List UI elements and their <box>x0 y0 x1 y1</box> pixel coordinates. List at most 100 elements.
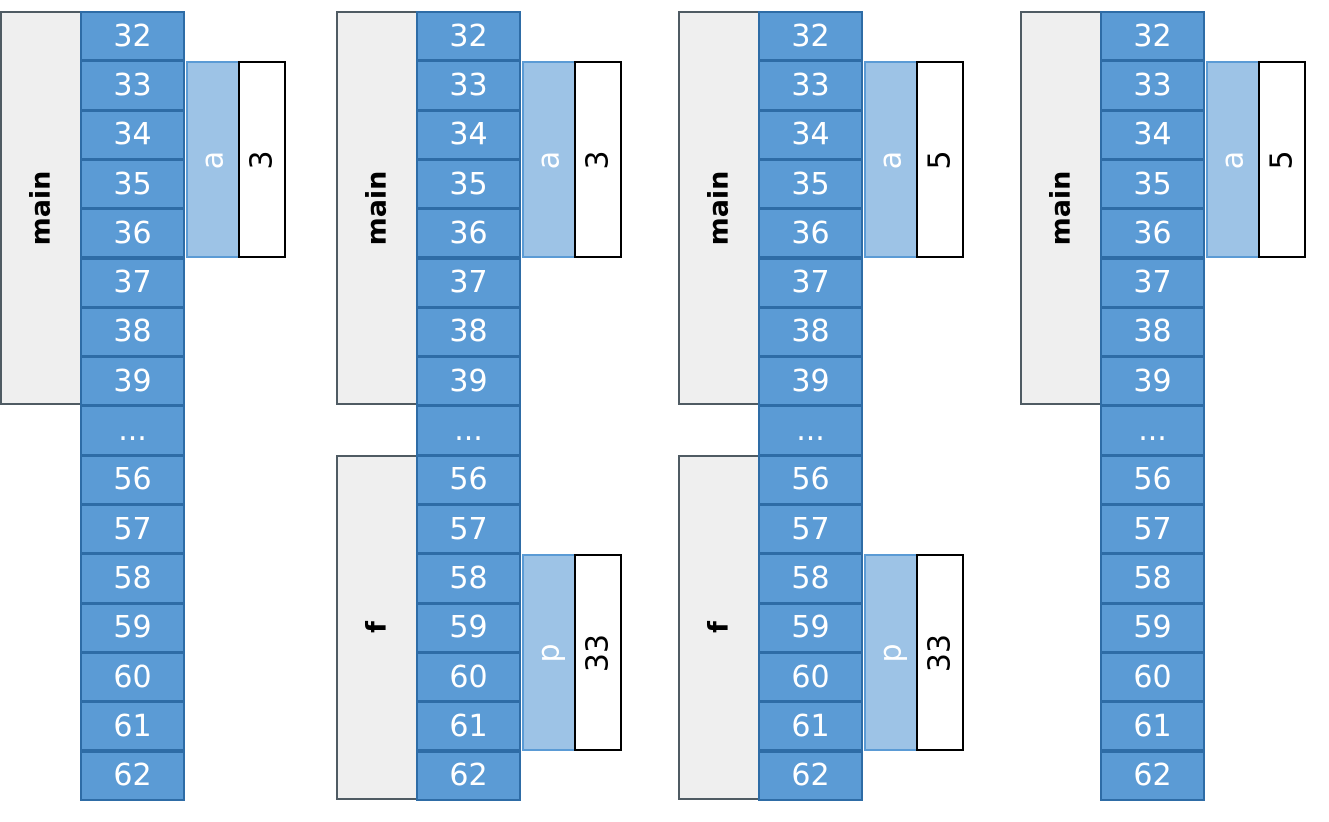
address-cell: 39 <box>416 356 521 407</box>
address-cell: 62 <box>1100 750 1205 801</box>
address-cell: 32 <box>758 11 863 62</box>
frame-label: f <box>361 621 393 634</box>
address-cell: 36 <box>1100 208 1205 259</box>
frame-main: main <box>1020 11 1102 406</box>
address-cell: 58 <box>416 553 521 604</box>
address-cell: 61 <box>80 701 185 752</box>
address-cell: 60 <box>1100 651 1205 703</box>
address-cell: ... <box>1100 405 1205 456</box>
address-cell: 57 <box>758 504 863 555</box>
address-cell: 58 <box>758 553 863 604</box>
variable-value: 5 <box>1264 150 1300 170</box>
variable-a: a <box>864 61 918 259</box>
address-cell: 35 <box>80 158 185 210</box>
frame-label: main <box>361 170 393 246</box>
address-cell: 34 <box>416 109 521 160</box>
variable-value-p: 33 <box>574 554 622 752</box>
address-cell: 61 <box>1100 701 1205 752</box>
address-cell: 37 <box>416 257 521 308</box>
address-cell: 58 <box>80 553 185 604</box>
frame-f: f <box>336 454 418 800</box>
address-cell: 36 <box>758 208 863 259</box>
address-cell: 34 <box>80 109 185 160</box>
address-cell: 32 <box>80 11 185 62</box>
frame-label: main <box>703 170 735 246</box>
address-cell: 33 <box>1100 60 1205 111</box>
frame-main: main <box>336 11 418 406</box>
variable-value-a: 5 <box>916 61 964 259</box>
address-cell: 60 <box>416 651 521 703</box>
frame-label: main <box>25 170 57 246</box>
address-cell: 36 <box>80 208 185 259</box>
address-cell: 32 <box>416 11 521 62</box>
address-cell: 59 <box>80 602 185 653</box>
frame-label: f <box>703 621 735 634</box>
variable-name: p <box>531 643 567 663</box>
address-cell: 62 <box>758 750 863 801</box>
variable-value: 33 <box>580 633 616 672</box>
address-cell: 33 <box>416 60 521 111</box>
variable-value-a: 5 <box>1258 61 1306 259</box>
address-cell: 39 <box>80 356 185 407</box>
address-cell: 56 <box>1100 454 1205 505</box>
address-cell: 37 <box>80 257 185 308</box>
address-cell: 33 <box>758 60 863 111</box>
variable-value: 33 <box>922 633 958 672</box>
address-cell: 59 <box>1100 602 1205 653</box>
address-cell: 62 <box>80 750 185 801</box>
variable-p: p <box>864 554 918 752</box>
variable-a: a <box>186 61 240 259</box>
address-cell: 56 <box>416 454 521 505</box>
address-cell: 58 <box>1100 553 1205 604</box>
address-cell: 32 <box>1100 11 1205 62</box>
variable-value: 3 <box>244 150 280 170</box>
variable-value: 5 <box>922 150 958 170</box>
address-cell: 37 <box>1100 257 1205 308</box>
address-cell: 38 <box>80 306 185 358</box>
frame-label: main <box>1045 170 1077 246</box>
address-cell: ... <box>416 405 521 456</box>
address-cell: 35 <box>1100 158 1205 210</box>
address-cell: 60 <box>80 651 185 703</box>
address-cell: 56 <box>758 454 863 505</box>
address-cell: 57 <box>1100 504 1205 555</box>
variable-name: p <box>873 643 909 663</box>
variable-value-p: 33 <box>916 554 964 752</box>
frame-main: main <box>0 11 82 406</box>
address-cell: 61 <box>416 701 521 752</box>
frame-f: f <box>678 454 760 800</box>
address-cell: 36 <box>416 208 521 259</box>
address-cell: 56 <box>80 454 185 505</box>
address-cell: 38 <box>1100 306 1205 358</box>
variable-a: a <box>1206 61 1260 259</box>
variable-p: p <box>522 554 576 752</box>
variable-value-a: 3 <box>238 61 286 259</box>
address-cell: 59 <box>416 602 521 653</box>
address-cell: 37 <box>758 257 863 308</box>
address-cell: 39 <box>1100 356 1205 407</box>
frame-main: main <box>678 11 760 406</box>
variable-value-a: 3 <box>574 61 622 259</box>
address-cell: 62 <box>416 750 521 801</box>
address-cell: 35 <box>758 158 863 210</box>
variable-name: a <box>531 150 567 170</box>
variable-a: a <box>522 61 576 259</box>
address-cell: 38 <box>758 306 863 358</box>
address-cell: 34 <box>1100 109 1205 160</box>
variable-name: a <box>1215 150 1251 170</box>
address-cell: 35 <box>416 158 521 210</box>
variable-value: 3 <box>580 150 616 170</box>
variable-name: a <box>195 150 231 170</box>
address-cell: ... <box>80 405 185 456</box>
address-cell: 61 <box>758 701 863 752</box>
address-cell: 34 <box>758 109 863 160</box>
address-cell: 57 <box>80 504 185 555</box>
address-cell: 38 <box>416 306 521 358</box>
address-cell: 33 <box>80 60 185 111</box>
address-cell: 39 <box>758 356 863 407</box>
address-cell: 60 <box>758 651 863 703</box>
address-cell: ... <box>758 405 863 456</box>
variable-name: a <box>873 150 909 170</box>
address-cell: 57 <box>416 504 521 555</box>
address-cell: 59 <box>758 602 863 653</box>
